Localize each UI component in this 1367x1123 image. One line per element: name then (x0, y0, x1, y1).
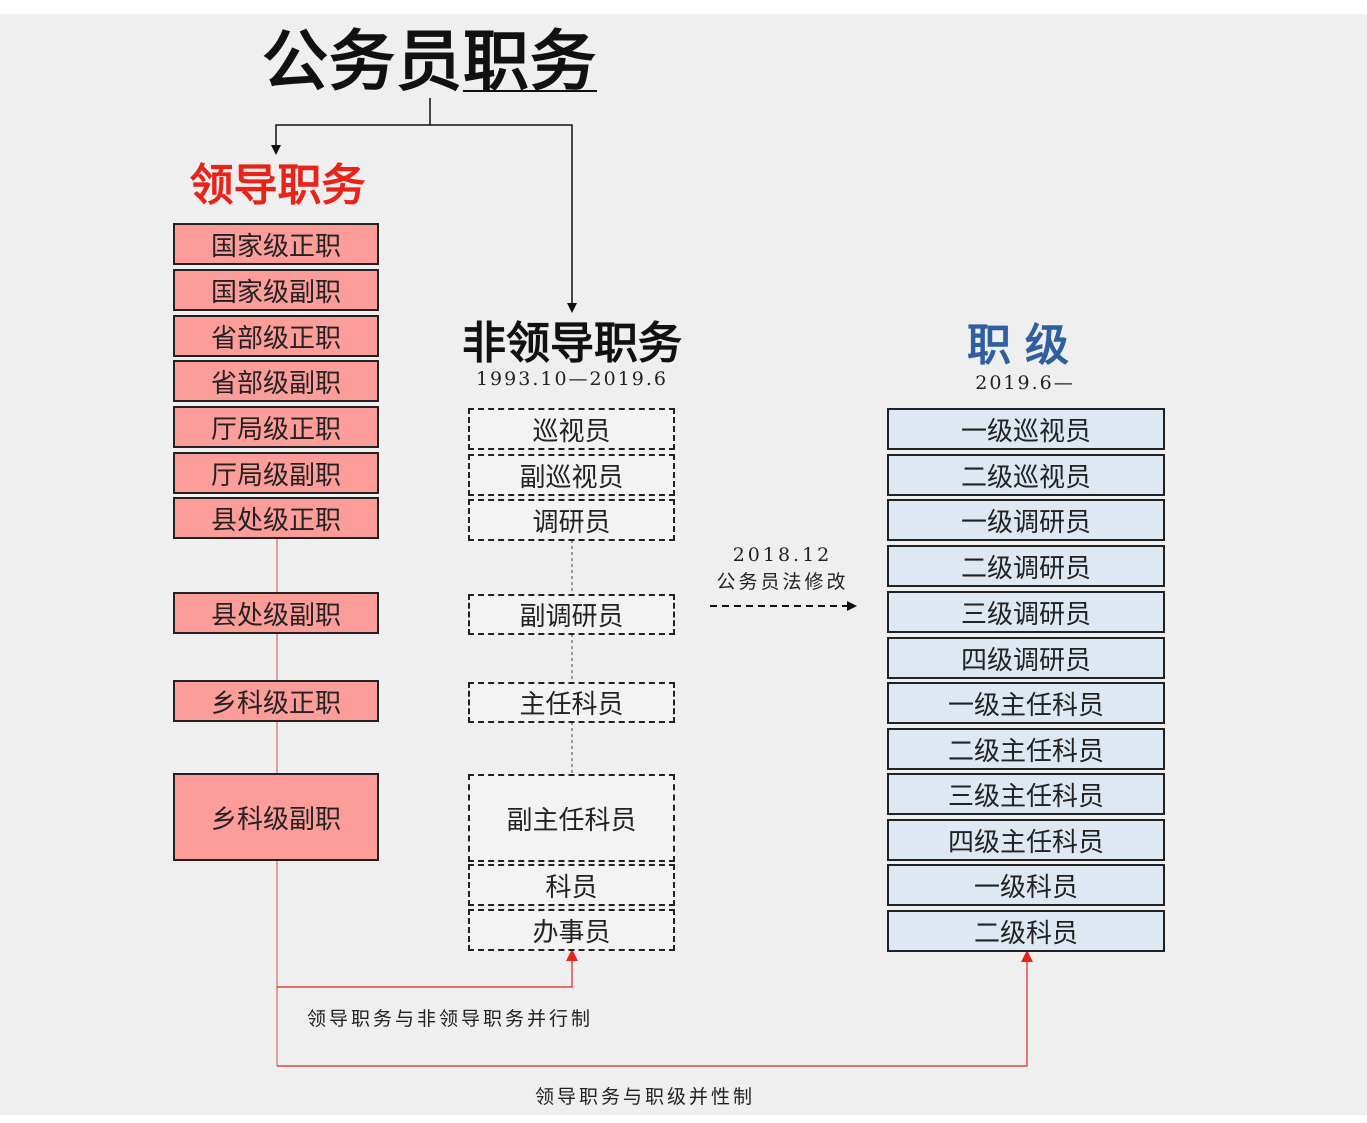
rank-item: 三级主任科员 (887, 773, 1165, 815)
rank-item: 一级调研员 (887, 499, 1165, 541)
non-leadership-item: 调研员 (468, 499, 675, 541)
watermark-logo (1118, 1044, 1338, 1094)
rank-item: 二级科员 (887, 910, 1165, 952)
leadership-item: 厅局级正职 (173, 406, 379, 448)
non-leadership-item: 副主任科员 (468, 774, 675, 862)
title-part-post: 职务 (463, 23, 597, 100)
rank-item: 二级主任科员 (887, 728, 1165, 770)
leadership-item: 省部级正职 (173, 315, 379, 357)
title-branch-connector (271, 98, 577, 313)
rank-item: 一级科员 (887, 864, 1165, 906)
non-leadership-item: 副巡视员 (468, 454, 675, 496)
leadership-heading: 领导职务 (189, 160, 366, 211)
non-leadership-item: 副调研员 (468, 594, 675, 635)
rank-item: 二级调研员 (887, 545, 1165, 587)
parallel-system-connector (277, 949, 1033, 1067)
non-leadership-heading: 非领导职务 (462, 318, 682, 369)
leadership-item: 乡科级副职 (173, 773, 379, 861)
non-leadership-period: 1993.10—2019.6 (475, 368, 669, 390)
leadership-item: 县处级副职 (173, 592, 379, 634)
leadership-item: 厅局级副职 (173, 452, 379, 494)
revision-date: 2018.12 (732, 544, 833, 566)
rank-heading: 职级 (967, 320, 1083, 371)
leadership-item: 国家级副职 (173, 269, 379, 311)
leadership-item: 县处级正职 (173, 497, 379, 539)
rank-item: 一级主任科员 (887, 682, 1165, 724)
rank-item: 一级巡视员 (887, 408, 1165, 450)
title-part-civil-servant: 公务员 (262, 23, 463, 100)
rank-period: 2019.6— (975, 372, 1075, 394)
rank-item: 四级主任科员 (887, 819, 1165, 861)
revision-note: 2018.12 公务员法修改 (700, 542, 865, 596)
leadership-item: 乡科级正职 (173, 680, 379, 722)
page-title: 公务员职务 (262, 22, 602, 102)
rank-item: 四级调研员 (887, 637, 1165, 679)
rank-item: 二级巡视员 (887, 454, 1165, 496)
non-leadership-item: 主任科员 (468, 682, 675, 723)
non-leadership-item: 巡视员 (468, 408, 675, 450)
revision-label: 公务员法修改 (716, 571, 849, 593)
parallel-system-note-2: 领导职务与职级并性制 (534, 1086, 755, 1108)
non-leadership-item: 办事员 (468, 909, 675, 951)
parallel-system-note-1: 领导职务与非领导职务并行制 (306, 1008, 593, 1030)
leadership-item: 国家级正职 (173, 223, 379, 265)
leadership-item: 省部级副职 (173, 360, 379, 402)
non-leadership-item: 科员 (468, 864, 675, 906)
rank-item: 三级调研员 (887, 591, 1165, 633)
